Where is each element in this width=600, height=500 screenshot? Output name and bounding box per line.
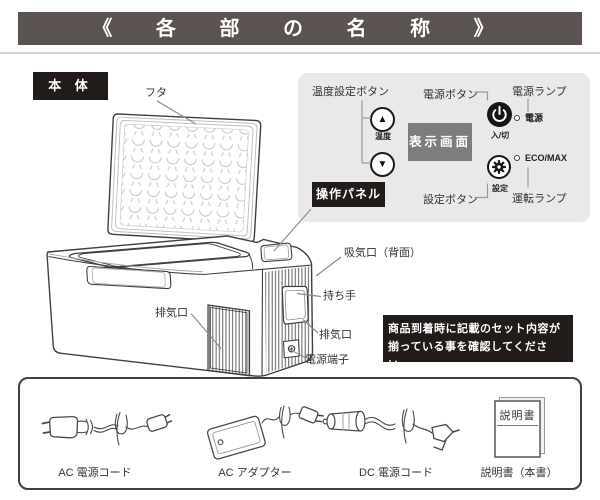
accessory-label-ac-adapter: AC アダプター xyxy=(218,467,292,479)
handle-label: 持ち手 xyxy=(323,290,356,302)
header-rule xyxy=(0,52,600,54)
ecomax-lamp-row: ECO/MAX xyxy=(514,153,567,163)
exhaust-right-label: 排気口 xyxy=(319,329,352,341)
power-button xyxy=(487,102,512,127)
terminal-leader-line xyxy=(288,348,306,359)
accessories-box xyxy=(18,377,582,490)
page-title: 《 各 部 の 名 称 》 xyxy=(18,12,582,45)
power-switch-caption: 入/切 xyxy=(490,131,510,140)
down-triangle-icon: ▼ xyxy=(377,159,388,170)
power-lamp-row: 電源 xyxy=(514,111,543,124)
accessory-label-manual: 説明書（本書） xyxy=(480,467,558,479)
intake-leader-line xyxy=(315,256,342,277)
temp-buttons-label: 温度設定ボタン xyxy=(312,86,389,98)
gear-icon xyxy=(492,160,506,174)
body-tag: 本 体 xyxy=(33,72,108,100)
ecomax-lamp-dot-icon xyxy=(514,155,520,161)
intake-label: 吸気口（背面） xyxy=(344,247,421,259)
panel-callout-tag: 操作パネル xyxy=(312,182,385,207)
display-screen: 表示画面 xyxy=(408,123,472,161)
exhaust-right-leader-line xyxy=(302,319,319,334)
handle-leader-line xyxy=(296,292,322,298)
accessory-label-ac-cord: AC 電源コード xyxy=(58,467,132,479)
lid-label: フタ xyxy=(145,87,167,99)
temp-up-button: ▲ xyxy=(370,107,395,132)
power-lamp-label: 電源ランプ xyxy=(512,86,567,98)
notice-box: 商品到着時に記載のセット内容が 揃っている事を確認してください。 xyxy=(383,315,573,371)
temp-caption: 温度 xyxy=(375,132,391,141)
notice-line-2: 揃っている事を確認してください。 xyxy=(388,341,548,371)
power-terminal-label: 電源端子 xyxy=(305,354,349,366)
power-lamp-text: 電源 xyxy=(525,113,544,123)
exhaust-left-leader-line xyxy=(190,313,222,349)
run-lamp-label: 運転ランプ xyxy=(512,193,567,205)
setting-caption: 設定 xyxy=(492,184,508,193)
setting-button-label: 設定ボタン xyxy=(423,194,478,206)
setting-button xyxy=(487,155,511,179)
power-button-label: 電源ボタン xyxy=(423,89,478,101)
power-lamp-dot-icon xyxy=(514,114,520,121)
notice-line-1: 商品到着時に記載のセット内容が xyxy=(388,323,561,335)
accessory-label-dc-cord: DC 電源コード xyxy=(359,467,433,479)
up-triangle-icon: ▲ xyxy=(377,114,388,125)
power-icon xyxy=(492,105,507,122)
temp-down-button: ▼ xyxy=(370,152,395,177)
exhaust-left-label: 排気口 xyxy=(155,307,188,319)
ecomax-lamp-text: ECO/MAX xyxy=(525,153,568,163)
lid-drawing xyxy=(107,113,262,243)
manual-cover-label: 説明書 xyxy=(499,410,536,422)
lid-leader-line xyxy=(156,100,197,125)
